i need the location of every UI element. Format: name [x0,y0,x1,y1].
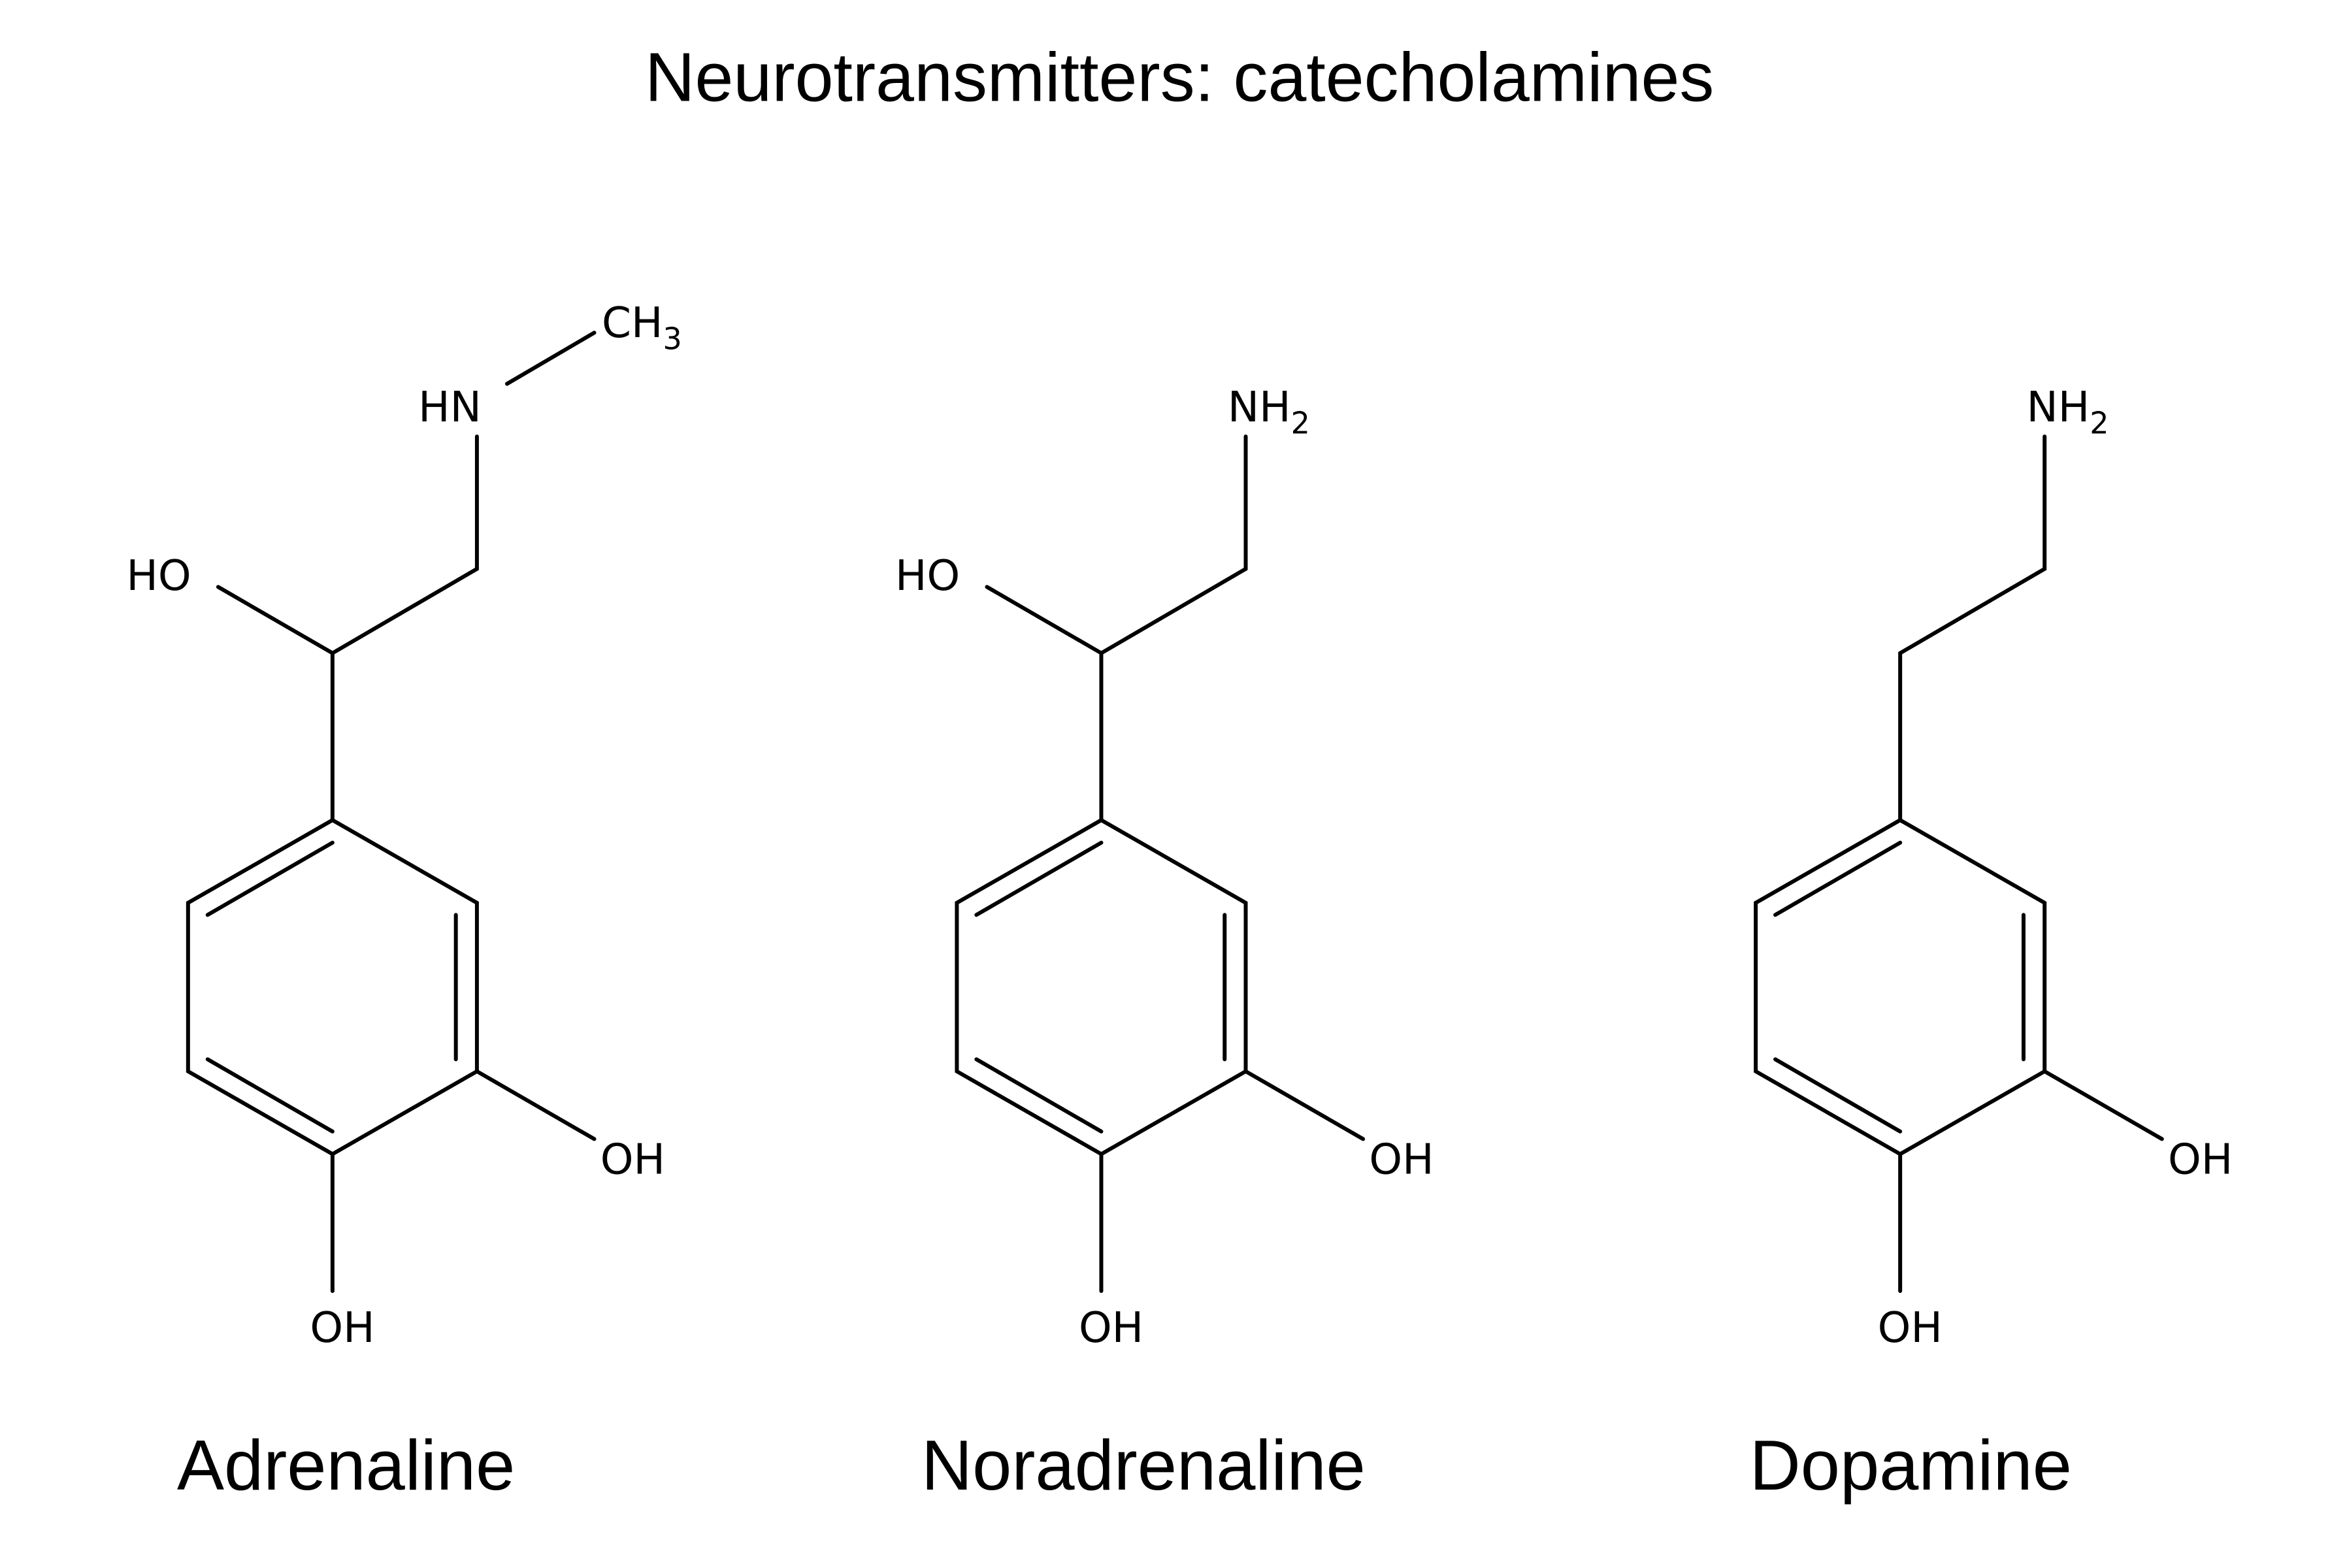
hydroxyl-right-label: OH [600,1135,665,1184]
hydroxyl-bottom-label: OH [1878,1303,1943,1352]
hydroxyl-right-label: OH [2168,1135,2233,1184]
hydroxyl-bottom-label: OH [1079,1303,1143,1352]
hydroxyl-right-label: OH [1369,1135,1434,1184]
benzene-ring [186,817,479,1156]
benzene-ring [1754,817,2047,1156]
methyl-label: CH3 [602,299,682,356]
hydroxyl-label: HO [126,551,191,600]
hydroxyl-bottom-label: OH [310,1303,374,1352]
side-chain-bonds [1898,434,2164,1293]
molecule-name: Noradrenaline [921,1426,1366,1505]
dopamine-structure: OH OH NH2 Dopamine [1750,383,2233,1505]
side-chain-bonds [216,331,597,1293]
amine-label: NH2 [2027,383,2109,440]
adrenaline-structure: HO OH OH HN CH3 Adrenaline [126,299,681,1505]
side-chain-bonds [985,434,1366,1293]
amine-label: HN [418,383,482,432]
molecule-name: Adrenaline [177,1426,515,1505]
noradrenaline-structure: HO OH OH NH2 Noradrenaline [895,383,1434,1505]
hydroxyl-label: HO [895,551,960,600]
benzene-ring [955,817,1248,1156]
molecule-name: Dopamine [1750,1426,2072,1505]
diagram-title: Neurotransmitters: catecholamines [645,39,1714,116]
amine-label: NH2 [1228,383,1310,440]
